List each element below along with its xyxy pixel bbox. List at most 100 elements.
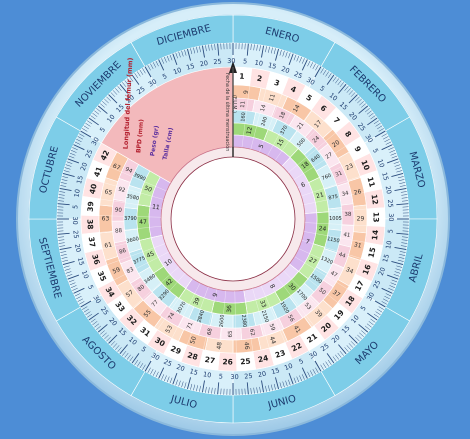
day-tick bbox=[106, 336, 111, 342]
day-tick bbox=[59, 245, 66, 247]
day-tick bbox=[144, 66, 152, 78]
day-tick bbox=[155, 60, 159, 67]
day-number: 30 bbox=[91, 294, 102, 305]
inner-week-dial[interactable] bbox=[80, 61, 386, 372]
week-number: 28 bbox=[186, 350, 199, 362]
day-tick bbox=[288, 52, 291, 59]
day-tick bbox=[115, 345, 120, 350]
day-tick bbox=[366, 323, 372, 328]
bpd-value: 14 bbox=[260, 104, 268, 113]
day-tick bbox=[279, 49, 282, 56]
week-divider bbox=[241, 68, 253, 148]
day-tick bbox=[62, 259, 69, 262]
day-tick bbox=[65, 164, 72, 167]
day-tick bbox=[390, 282, 397, 286]
day-tick bbox=[110, 92, 116, 97]
day-tick bbox=[76, 295, 82, 300]
day-tick bbox=[73, 287, 85, 294]
day-number: 5 bbox=[298, 357, 305, 366]
week-number: 4 bbox=[289, 84, 298, 94]
label-fum: Fecha de la última menstruación bbox=[224, 73, 231, 152]
day-number: 30 bbox=[147, 77, 158, 88]
week-divider bbox=[259, 77, 289, 153]
talla-value: 27 bbox=[308, 256, 318, 266]
week-number: 16 bbox=[361, 263, 373, 276]
day-tick bbox=[67, 158, 80, 164]
day-tick bbox=[384, 295, 390, 300]
day-tick bbox=[187, 377, 191, 390]
day-tick bbox=[155, 371, 159, 378]
day-tick bbox=[66, 274, 73, 277]
week-divider bbox=[217, 290, 227, 371]
talla-value: 45 bbox=[146, 250, 156, 260]
day-number: 20 bbox=[384, 185, 393, 195]
day-tick bbox=[59, 187, 72, 191]
day-tick bbox=[401, 194, 408, 196]
day-tick bbox=[359, 332, 364, 337]
day-tick bbox=[388, 287, 394, 291]
centre-hole bbox=[170, 156, 296, 282]
week-divider bbox=[304, 207, 385, 214]
day-tick bbox=[273, 48, 276, 55]
week-number: 17 bbox=[353, 279, 366, 292]
week-number: 11 bbox=[365, 176, 376, 188]
day-number: 25 bbox=[356, 121, 367, 132]
day-tick bbox=[60, 182, 67, 184]
femur-length-value: 39 bbox=[313, 309, 323, 319]
week-divider bbox=[97, 251, 170, 289]
day-tick bbox=[288, 379, 291, 386]
day-number: 5 bbox=[86, 284, 95, 291]
day-tick bbox=[312, 63, 316, 70]
day-tick bbox=[72, 147, 78, 151]
day-tick bbox=[142, 68, 146, 74]
day-number: 10 bbox=[105, 113, 116, 124]
bpd-value: 31 bbox=[335, 170, 344, 178]
day-tick bbox=[396, 170, 403, 173]
day-tick bbox=[314, 360, 322, 372]
week-divider bbox=[281, 107, 337, 167]
day-tick bbox=[370, 115, 376, 120]
week-number: 14 bbox=[370, 229, 380, 240]
label-bpd: BPD (mm) bbox=[135, 119, 145, 154]
talla-value: 33 bbox=[258, 299, 267, 309]
bpd-value: 56 bbox=[286, 314, 295, 323]
day-tick bbox=[373, 313, 380, 318]
day-number: 30 bbox=[90, 136, 101, 147]
femur-length-value: 57 bbox=[125, 289, 135, 299]
day-tick bbox=[388, 147, 394, 151]
day-tick bbox=[73, 144, 85, 151]
bpd-value: 53 bbox=[303, 302, 312, 312]
day-tick bbox=[282, 50, 285, 57]
week-divider bbox=[304, 222, 385, 227]
day-tick bbox=[288, 372, 294, 385]
day-tick bbox=[377, 308, 383, 313]
day-tick bbox=[381, 133, 388, 137]
day-tick bbox=[83, 125, 89, 130]
day-tick bbox=[205, 386, 207, 393]
femur-length-value: 59 bbox=[112, 266, 122, 276]
day-tick bbox=[64, 268, 71, 271]
week-number: 10 bbox=[359, 159, 371, 172]
day-tick bbox=[265, 385, 267, 392]
day-tick bbox=[184, 49, 187, 56]
day-tick bbox=[350, 341, 356, 346]
day-tick bbox=[384, 138, 390, 143]
day-tick bbox=[250, 388, 252, 395]
day-number: 25 bbox=[71, 230, 80, 239]
week-divider bbox=[276, 276, 325, 341]
weight-value: 640 bbox=[310, 154, 321, 164]
day-tick bbox=[368, 321, 374, 326]
day-tick bbox=[97, 324, 108, 333]
bpd-value: 77 bbox=[151, 299, 160, 309]
day-number: 25 bbox=[213, 57, 222, 66]
week-divider bbox=[301, 240, 379, 264]
day-tick bbox=[205, 45, 207, 52]
day-tick bbox=[261, 45, 265, 58]
day-tick bbox=[190, 48, 193, 55]
day-tick bbox=[126, 354, 131, 360]
weight-value: 760 bbox=[321, 173, 332, 182]
day-tick bbox=[265, 46, 267, 53]
day-number: 10 bbox=[72, 188, 81, 197]
day-tick bbox=[335, 78, 340, 84]
